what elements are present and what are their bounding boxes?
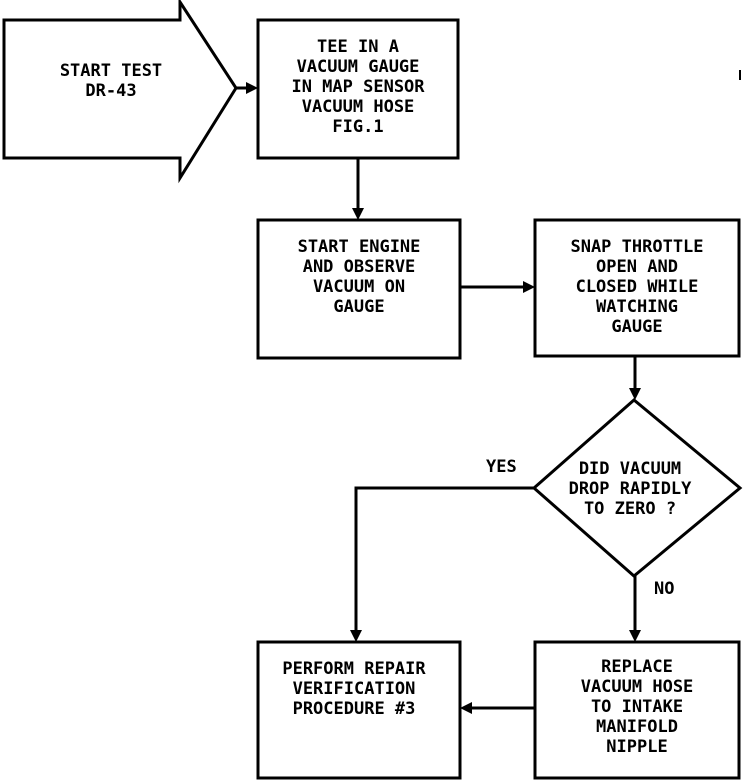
replace-text: REPLACE VACUUM HOSE TO INTAKE MANIFOLD N… <box>581 657 694 757</box>
observe-text: START ENGINE AND OBSERVE VACUUM ON GAUGE <box>298 237 421 317</box>
start-line-2: DR-43 <box>85 81 136 101</box>
tee-line-3: IN MAP SENSOR <box>291 77 425 97</box>
snap-line-2: OPEN AND <box>596 257 678 277</box>
replace-line-1: REPLACE <box>601 657 673 677</box>
connector-yes-branch <box>350 486 534 642</box>
decision-line-3: TO ZERO ? <box>584 499 676 519</box>
replace-line-3: TO INTAKE <box>591 697 683 717</box>
decision-line-2: DROP RAPIDLY <box>569 479 693 499</box>
tee-line-2: VACUUM GAUGE <box>297 57 420 77</box>
repair-text: PERFORM REPAIR VERIFICATION PROCEDURE #3 <box>282 659 426 719</box>
connector-snap-to-decision <box>629 356 641 400</box>
yes-label: YES <box>486 457 517 477</box>
repair-line-1: PERFORM REPAIR <box>282 659 426 679</box>
connector-tee-to-observe <box>352 158 364 220</box>
snap-line-4: WATCHING <box>596 297 678 317</box>
observe-vacuum-box <box>256 218 462 360</box>
start-arrow-shape <box>2 0 238 184</box>
connector-start-to-tee <box>236 82 258 94</box>
repair-line-3: PROCEDURE #3 <box>293 699 416 719</box>
repair-line-2: VERIFICATION <box>293 679 416 699</box>
replace-line-4: MANIFOLD <box>596 717 678 737</box>
connector-replace-to-repair <box>460 702 535 714</box>
observe-line-1: START ENGINE <box>298 237 421 257</box>
decision-line-1: DID VACUUM <box>579 459 681 479</box>
tee-line-5: FIG.1 <box>332 117 383 137</box>
connector-no-branch <box>629 576 641 642</box>
decision-text: DID VACUUM DROP RAPIDLY TO ZERO ? <box>569 459 693 519</box>
tee-text: TEE IN A VACUUM GAUGE IN MAP SENSOR VACU… <box>291 37 425 137</box>
connector-observe-to-snap <box>460 281 535 293</box>
snap-text: SNAP THROTTLE OPEN AND CLOSED WHILE WATC… <box>570 237 703 337</box>
observe-line-3: VACUUM ON <box>313 277 405 297</box>
replace-line-5: NIPPLE <box>606 737 667 757</box>
tee-line-4: VACUUM HOSE <box>302 97 415 117</box>
no-label: NO <box>654 579 674 599</box>
replace-line-2: VACUUM HOSE <box>581 677 694 697</box>
snap-line-3: CLOSED WHILE <box>576 277 699 297</box>
repair-procedure-box <box>256 640 462 780</box>
snap-line-5: GAUGE <box>611 317 662 337</box>
observe-line-2: AND OBSERVE <box>303 257 416 277</box>
tee-line-1: TEE IN A <box>317 37 399 57</box>
replace-hose-box <box>533 640 741 780</box>
start-line-1: START TEST <box>60 61 162 81</box>
start-text: START TEST DR-43 <box>60 61 162 101</box>
snap-throttle-box <box>533 218 741 358</box>
snap-line-1: SNAP THROTTLE <box>570 237 703 257</box>
observe-line-4: GAUGE <box>333 297 384 317</box>
